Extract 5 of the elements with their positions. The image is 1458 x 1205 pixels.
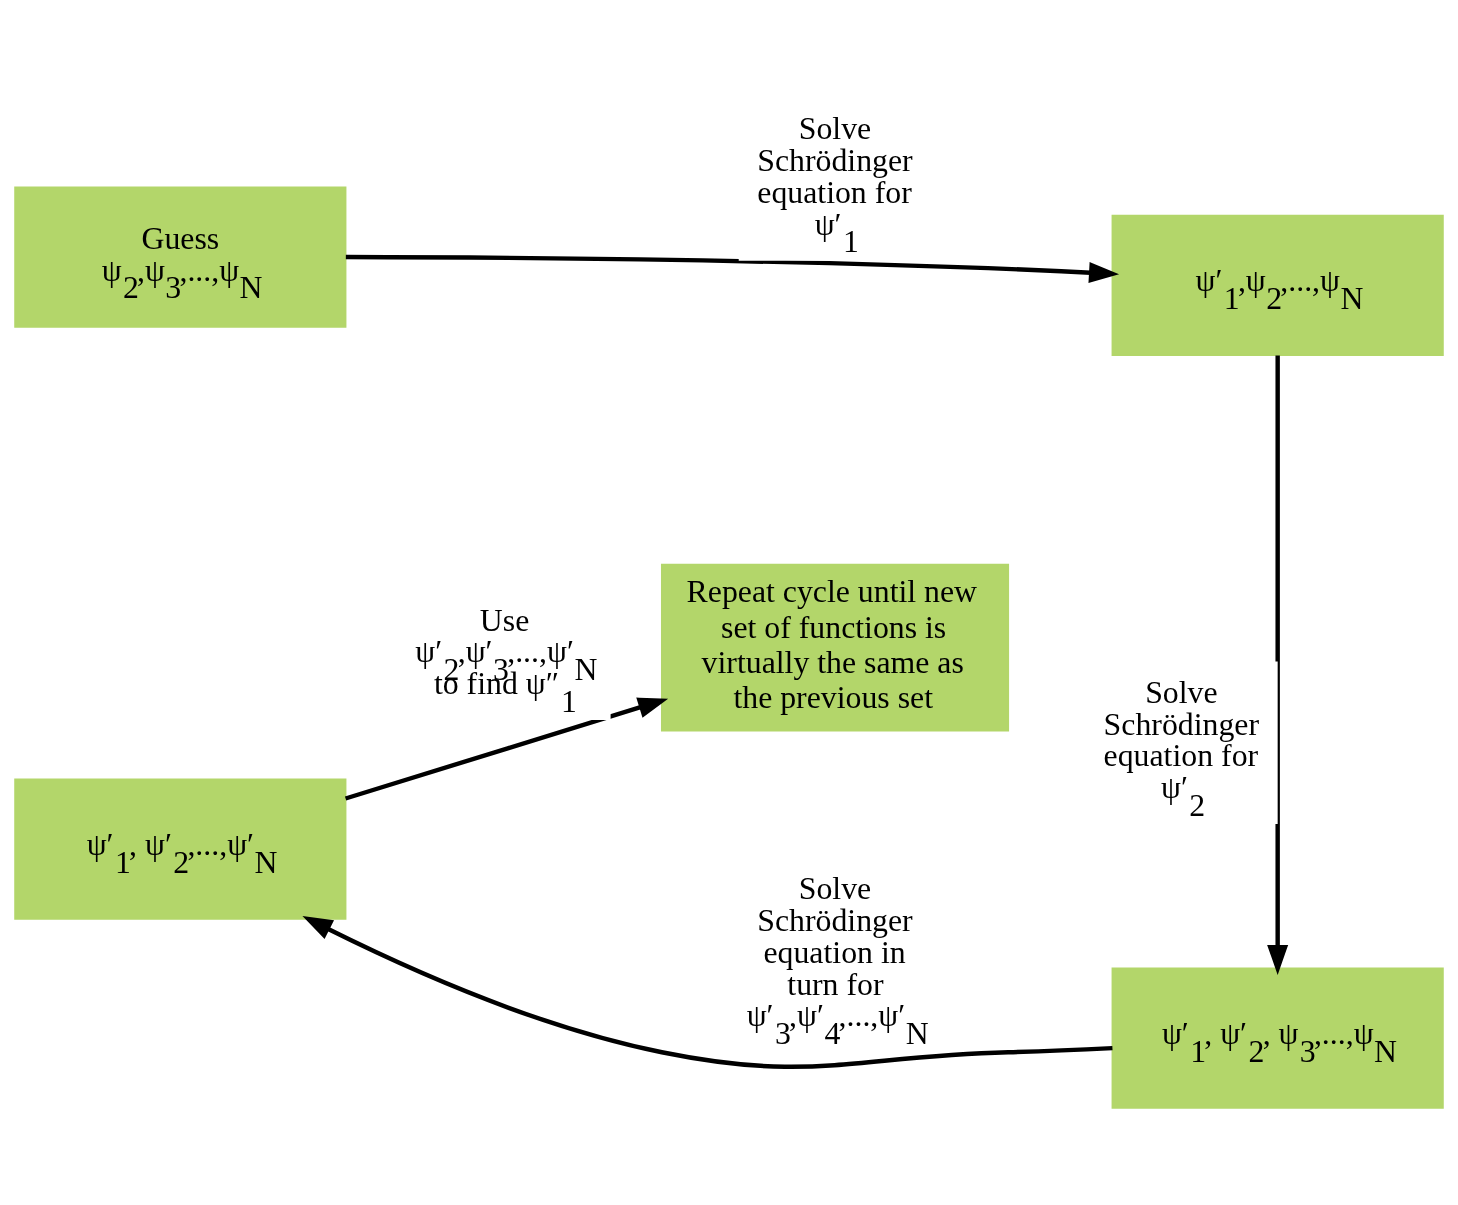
arrow (1267, 354, 1289, 975)
arrow (344, 697, 669, 801)
arrow (345, 254, 1120, 283)
node-box: Repeat cycle until new set of functions is virtually the same as the previous set (660, 563, 1010, 732)
arrow (302, 915, 1113, 1069)
